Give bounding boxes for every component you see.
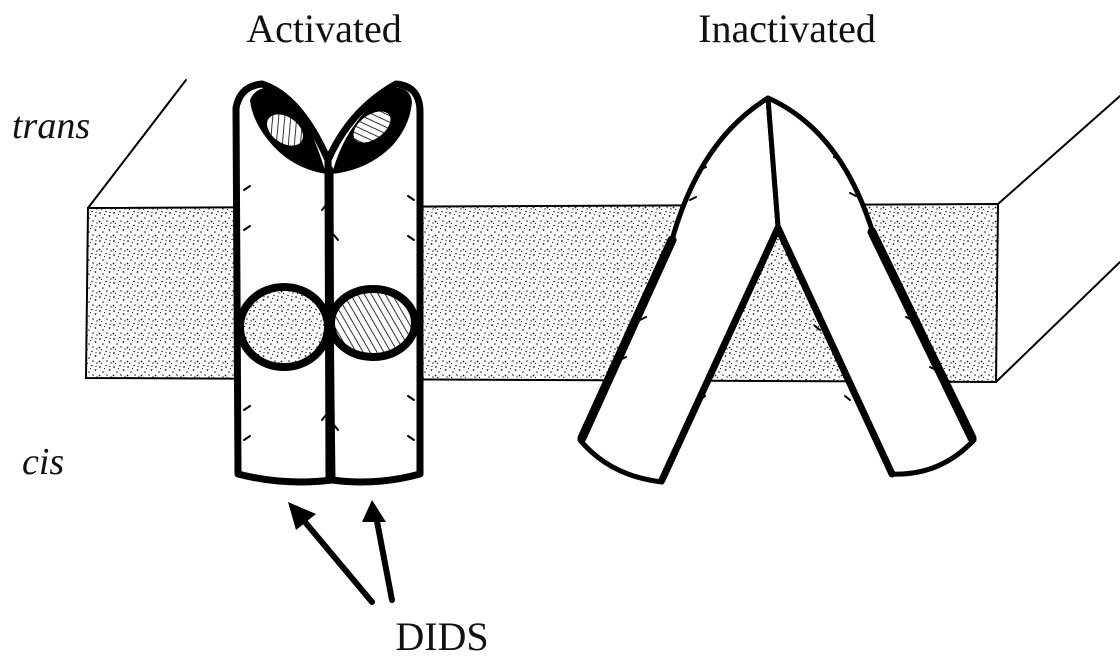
membrane-back-edge-left [88, 80, 186, 208]
dids-arrow-right-shaft [376, 516, 392, 600]
activated-label: Activated [246, 6, 402, 51]
cis-label: cis [22, 441, 64, 483]
trans-label: trans [12, 105, 90, 147]
membrane-back-edge-right [998, 96, 1120, 204]
dids-label: DIDS [395, 614, 488, 659]
inactivated-label: Inactivated [698, 6, 876, 51]
activated-left-binding-pocket [240, 287, 328, 367]
dids-arrow-right-head [362, 500, 386, 522]
dids-arrows [288, 500, 392, 602]
activated-right-binding-pocket [331, 289, 415, 357]
activated-protein [236, 84, 420, 482]
membrane-bottom-edge-right [996, 262, 1120, 382]
dids-arrow-left-shaft [300, 516, 372, 602]
